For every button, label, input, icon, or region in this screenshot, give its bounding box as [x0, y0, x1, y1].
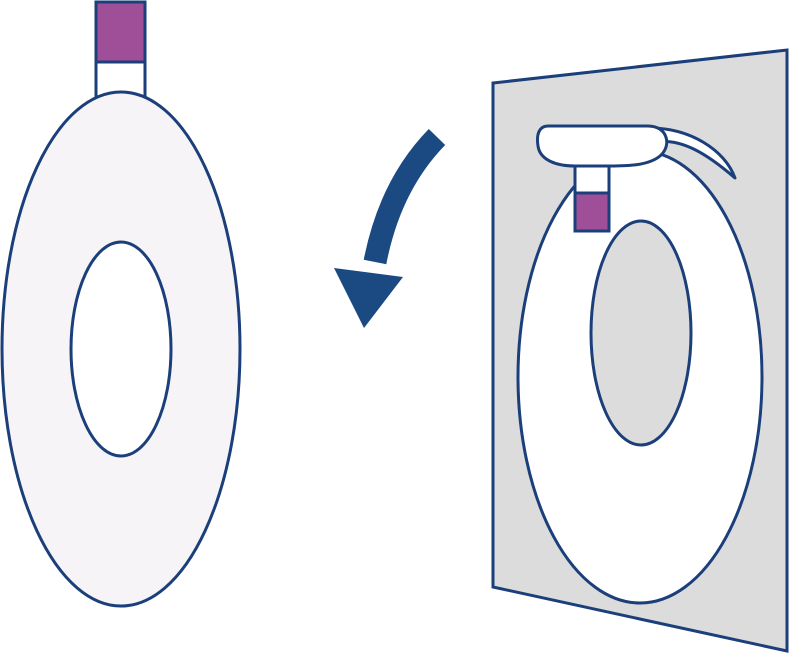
left-tab-marker [94, 0, 147, 64]
curved-arrow-icon [334, 128, 446, 328]
ring-clip-bracket [536, 124, 669, 168]
ring-fold-flap [558, 126, 737, 180]
right-tab-marker [573, 191, 611, 233]
arrow-shaft [363, 128, 446, 265]
right-inner-hole [589, 219, 693, 447]
arrow-head [334, 268, 403, 328]
left-inner-hole [69, 240, 173, 458]
right-panel-assembly [491, 48, 789, 653]
left-ring-assembly [0, 0, 242, 608]
